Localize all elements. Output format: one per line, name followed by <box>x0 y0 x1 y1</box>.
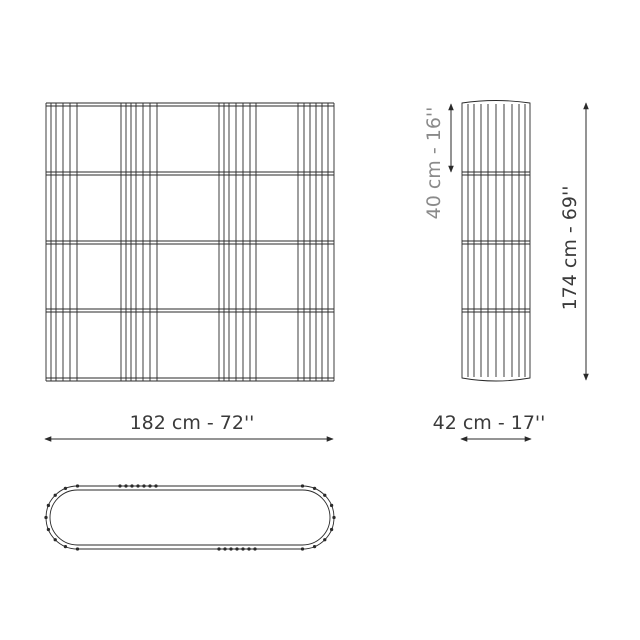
top-rod-dot <box>63 544 68 549</box>
top-rod-dot <box>323 493 327 497</box>
top-rod-dot <box>312 544 317 549</box>
top-rod-dot <box>323 538 327 542</box>
height-dimension: 174 cm - 69'' <box>559 102 589 381</box>
top-rod-dot <box>217 547 221 551</box>
top-rod-dot <box>332 515 336 520</box>
top-rod-dot <box>329 527 334 532</box>
height-label: 174 cm - 69'' <box>559 186 581 311</box>
top-rod-dot <box>63 486 68 491</box>
top-view <box>44 484 336 551</box>
top-rod-dot <box>142 484 146 488</box>
top-rod-dot <box>229 547 233 551</box>
top-outline-outer <box>45 485 335 550</box>
shelf-spacing-label: 40 cm - 16'' <box>423 107 445 220</box>
side-view <box>461 100 531 382</box>
top-rod-dot <box>241 547 245 551</box>
top-rod-dot <box>75 547 80 551</box>
depth-dimension: 42 cm - 17'' <box>433 412 546 442</box>
top-rod-dot <box>247 547 251 551</box>
top-rod-dot <box>46 527 51 532</box>
top-rod-dot <box>300 547 305 551</box>
top-rod-dot <box>118 484 122 488</box>
top-rod-dot <box>235 547 239 551</box>
top-rod-dot <box>329 503 334 508</box>
width-label: 182 cm - 72'' <box>130 412 255 434</box>
top-rod-dot <box>136 484 140 488</box>
top-rod-dot <box>223 547 227 551</box>
top-rod-dot <box>312 486 317 491</box>
top-rod-dot <box>253 547 257 551</box>
shelf-spacing-dimension: 40 cm - 16'' <box>423 103 454 220</box>
top-rod-dot <box>148 484 152 488</box>
top-rod-dot <box>300 484 305 488</box>
width-dimension: 182 cm - 72'' <box>44 412 334 442</box>
top-rod-dot <box>124 484 128 488</box>
side-frame <box>461 100 531 382</box>
top-rod-dot <box>154 484 158 488</box>
top-outline-inner <box>49 489 331 546</box>
depth-label: 42 cm - 17'' <box>433 412 546 434</box>
top-rod-dot <box>53 493 57 497</box>
top-rod-dot <box>46 503 51 508</box>
front-view <box>45 102 335 382</box>
top-rod-dot <box>130 484 134 488</box>
top-rod-dot <box>53 538 57 542</box>
top-rod-dot <box>44 515 48 520</box>
top-rod-dot <box>75 484 80 488</box>
